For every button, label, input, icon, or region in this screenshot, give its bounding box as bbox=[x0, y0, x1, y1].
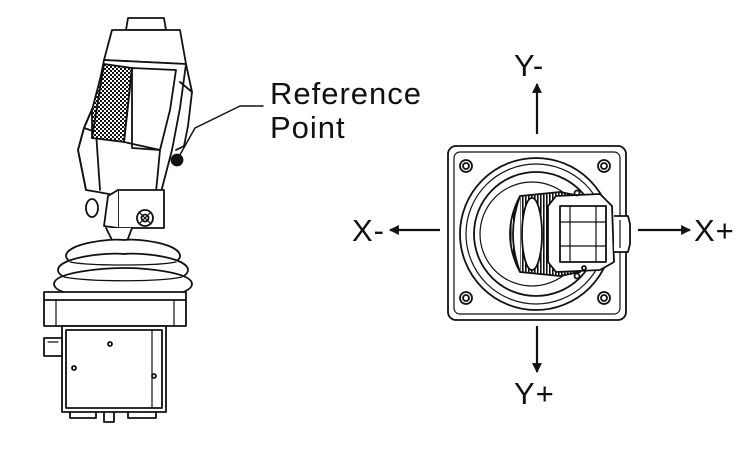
mounting-screw-holes bbox=[459, 159, 611, 305]
joystick-side-view bbox=[43, 17, 264, 423]
axis-label-y-plus: Y+ bbox=[514, 376, 555, 411]
axis-label-x-minus: X- bbox=[352, 213, 385, 248]
joystick-top-view bbox=[447, 145, 631, 321]
reference-label-line1: Reference bbox=[270, 76, 423, 111]
direction-arrows bbox=[389, 83, 691, 373]
speaker-grille bbox=[91, 63, 133, 143]
axis-label-y-minus: Y- bbox=[514, 48, 545, 83]
handle-top-block bbox=[547, 189, 615, 280]
reference-label-line2: Point bbox=[270, 110, 346, 145]
reference-leader-line bbox=[176, 105, 264, 161]
axis-label-x-plus: X+ bbox=[694, 213, 735, 248]
joystick-handle bbox=[77, 59, 193, 245]
bellows-boot bbox=[53, 238, 193, 301]
joystick-base bbox=[43, 291, 187, 423]
handle-top-cap bbox=[103, 17, 187, 65]
